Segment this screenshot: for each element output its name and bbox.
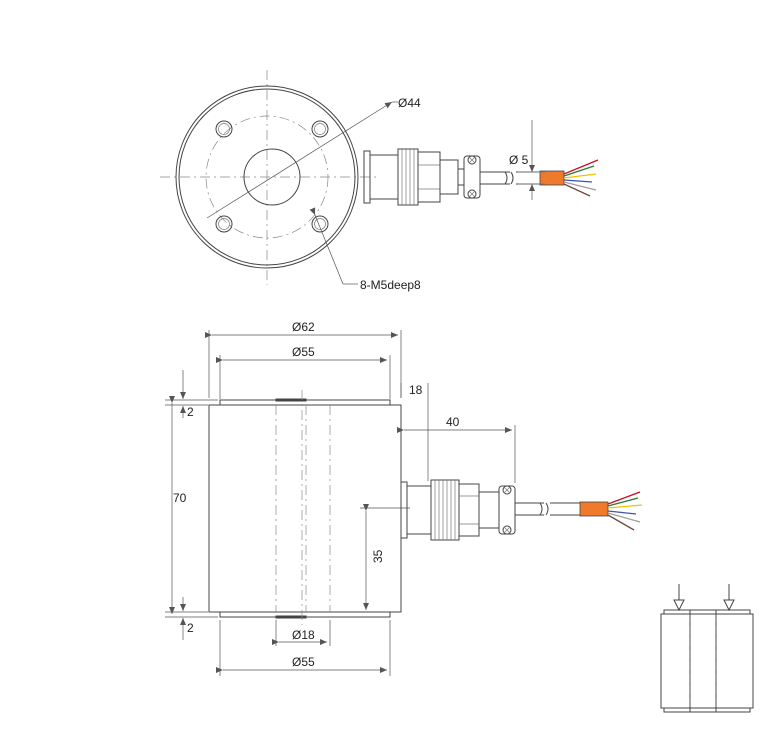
cable-jacket-front [579,501,609,517]
inner-diameter-top-label: Ø55 [292,345,315,359]
connector-height-label: 35 [371,549,385,563]
top-view: Ø44 8-M5deep8 [160,70,599,292]
top-outer-diameter-label: Ø44 [398,96,421,110]
force-arrow-left-icon [673,599,685,612]
connector-top: Ø 5 [363,120,599,206]
force-arrow-right-icon [723,599,735,612]
bore-diameter-label: Ø18 [292,628,315,642]
load-diagram [660,584,754,713]
cap-top-label: 2 [187,405,194,419]
height-label: 70 [173,491,187,505]
connector-offset-label: 18 [409,383,423,397]
mounting-holes [215,120,329,233]
cable-jacket-top [539,170,565,186]
cable-diameter-label: Ø 5 [509,153,529,167]
inner-diameter-bottom-label: Ø55 [292,655,315,669]
thread-note-label: 8-M5deep8 [360,278,421,292]
outer-diameter-label: Ø62 [292,320,315,334]
cap-bottom-label: 2 [187,621,194,635]
connector-front [400,479,643,541]
cable-length-label: 40 [446,415,460,429]
front-view: Ø62 Ø55 2 70 2 Ø18 Ø55 18 [165,320,643,676]
